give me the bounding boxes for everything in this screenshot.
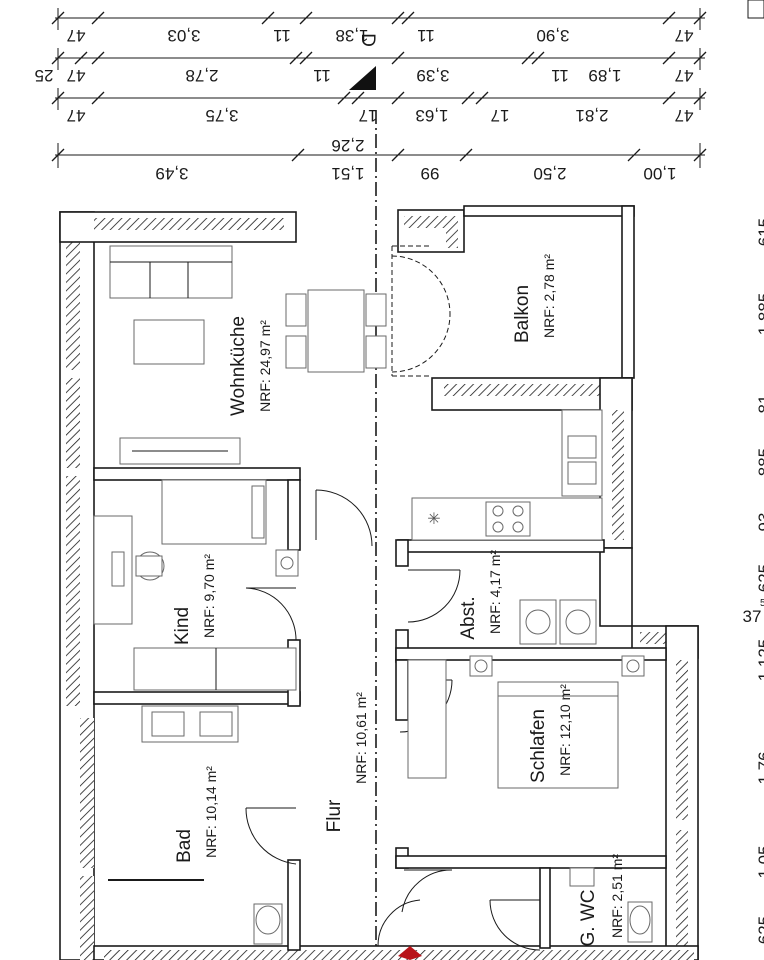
dim-label: 11: [313, 66, 331, 85]
dim-label: 615: [755, 218, 764, 246]
dim-label: 1,885: [755, 293, 764, 336]
dim-label: 1,38: [335, 26, 368, 45]
dim-label: 1,05: [755, 845, 764, 878]
room-name-bad: Bad: [174, 829, 195, 863]
svg-text:✳: ✳: [427, 509, 440, 528]
dim-label: 625: [755, 916, 764, 944]
room-name-gwc: G. WC: [578, 890, 599, 947]
room-area-wohnkueche: NRF: 24,97 m²: [257, 320, 273, 412]
dim-label: 47: [675, 26, 694, 45]
dimension-row-4: 3,49 2,26 1,51 99 2,50 1,00: [155, 136, 676, 183]
furniture: ✳: [93, 245, 653, 945]
interior-walls: [93, 467, 667, 951]
room-name-balkon: Balkon: [512, 285, 533, 343]
room-labels: Wohnküche NRF: 24,97 m² Balkon NRF: 2,78…: [172, 254, 625, 947]
dim-label: 17: [359, 106, 378, 125]
section-marker: D: [349, 33, 378, 90]
dim-label: 3,49: [155, 164, 188, 183]
dim-label: 625: [755, 564, 764, 592]
dim-label: 1,63: [415, 106, 448, 125]
room-area-abst: NRF: 4,17 m²: [487, 550, 503, 634]
dim-label: 3,39: [416, 66, 449, 85]
dim-label: 1,51: [331, 164, 364, 183]
dim-label: 3,75: [205, 106, 238, 125]
dim-label: 1,125: [755, 639, 764, 682]
room-area-balkon: NRF: 2,78 m²: [541, 254, 557, 338]
room-area-schlafen: NRF: 12,10 m²: [557, 684, 573, 776]
dim-label: 47: [67, 106, 86, 125]
exterior-walls: [59, 205, 699, 960]
room-area-kind: NRF: 9,70 m²: [201, 554, 217, 638]
dim-label: 3,90: [536, 26, 569, 45]
room-area-bad: NRF: 10,14 m²: [203, 766, 219, 858]
dim-label: 3,03: [167, 26, 200, 45]
dim-label: 11: [551, 66, 569, 85]
room-name-kind: Kind: [172, 607, 193, 645]
room-name-flur: Flur: [324, 799, 345, 832]
dim-label: 1,00: [643, 164, 676, 183]
section-marker-label: D: [357, 33, 378, 47]
dimension-chains: [51, 0, 764, 168]
dim-label: 81: [755, 395, 764, 414]
dim-label: 885: [755, 448, 764, 476]
dim-label: 99: [421, 164, 440, 183]
dim-label: 2,81: [575, 106, 608, 125]
dim-label: 11: [273, 26, 291, 45]
dim-superscript: 5: [760, 598, 764, 609]
dim-label: 2,78: [185, 66, 218, 85]
room-name-abst: Abst.: [458, 596, 479, 639]
room-area-gwc: NRF: 2,51 m²: [609, 854, 625, 938]
dim-label: 2,50: [533, 164, 566, 183]
room-name-schlafen: Schlafen: [528, 709, 549, 783]
dim-label: 37: [743, 607, 762, 626]
dimension-row-1: 47 3,03 11 1,38 11 3,90 47: [67, 26, 694, 45]
dim-label: 47: [67, 66, 86, 85]
right-dimension-chain: 37 5 615 1,885 81 885 93 625 1,125 1,76 …: [743, 218, 764, 944]
dim-label: 2,26: [331, 136, 364, 155]
room-area-flur: NRF: 10,61 m²: [353, 692, 369, 784]
dim-label: 17: [491, 106, 510, 125]
dim-label: 1,76: [755, 751, 764, 784]
dim-label: 93: [755, 513, 764, 532]
dim-label: 25: [35, 66, 54, 85]
dim-label: 47: [675, 106, 694, 125]
dim-label: 47: [67, 26, 86, 45]
dimension-row-2: 25 47 2,78 11 3,39 11 1,89 47: [35, 66, 694, 85]
dim-label: 11: [417, 26, 435, 45]
room-name-wohnkueche: Wohnküche: [228, 316, 249, 416]
dim-label: 1,89: [588, 66, 621, 85]
dimension-row-3: 47 3,75 17 1,63 17 2,81 47: [67, 106, 694, 125]
dim-label: 47: [675, 66, 694, 85]
